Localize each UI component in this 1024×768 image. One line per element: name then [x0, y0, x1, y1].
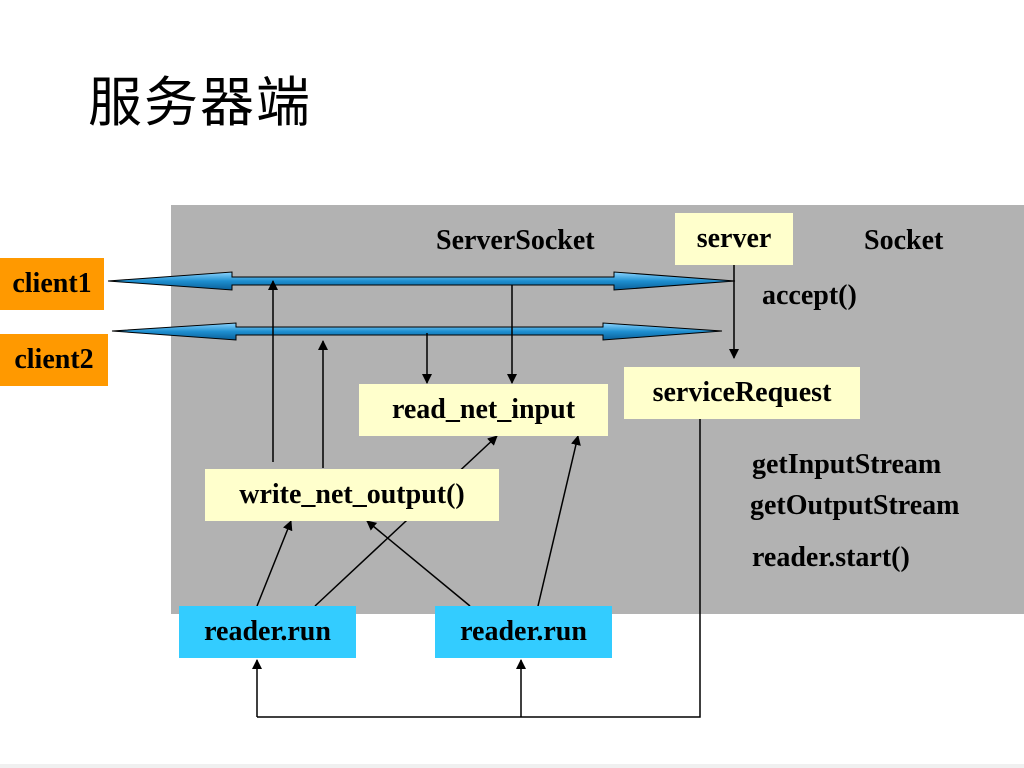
server-box: server	[675, 213, 793, 265]
write-net-output-box: write_net_output()	[205, 469, 499, 521]
get-input-stream-label: getInputStream	[752, 449, 942, 480]
reader-left-to-read-arrow	[314, 435, 498, 607]
get-output-stream-label: getOutputStream	[750, 490, 960, 521]
service-request-box: serviceRequest	[624, 367, 860, 419]
socket-label: Socket	[864, 225, 944, 256]
accept-label: accept()	[762, 280, 857, 311]
reader-start-label: reader.start()	[752, 542, 910, 573]
service-start-path	[257, 418, 701, 718]
client1-box: client1	[0, 258, 104, 310]
slide-bottom-rule	[0, 764, 1024, 768]
client1-connection-arrow	[107, 271, 736, 291]
reader-run-right-box: reader.run	[435, 606, 612, 658]
reader-left-to-write-arrow	[256, 520, 293, 607]
client2-connection-arrow	[111, 322, 723, 341]
reader-right-to-write-arrow	[366, 520, 471, 607]
page-title: 服务器端	[88, 71, 312, 134]
reader-run-left-box: reader.run	[179, 606, 356, 658]
read-net-input-box: read_net_input	[359, 384, 608, 436]
reader-right-to-read-arrow	[537, 435, 581, 607]
server-socket-label: ServerSocket	[436, 225, 595, 256]
client2-box: client2	[0, 334, 108, 386]
